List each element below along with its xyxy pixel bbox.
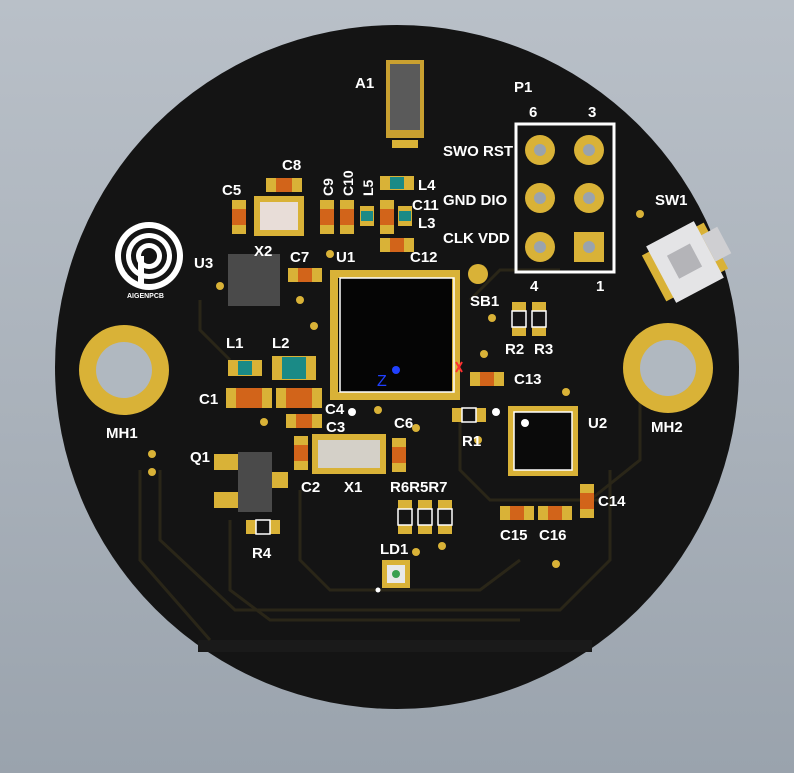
label-r6r5r7: R6R5R7 <box>390 479 448 496</box>
label-x2: X2 <box>254 243 272 260</box>
header-p1-pads <box>525 135 604 262</box>
passive-components <box>226 176 594 535</box>
fiducial-dots <box>348 408 500 593</box>
chip-u3 <box>228 254 280 306</box>
label-c16: C16 <box>539 527 567 544</box>
copper-traces <box>138 268 642 641</box>
mounting-hole-mh2 <box>623 323 713 413</box>
label-u2: U2 <box>588 415 607 432</box>
label-r3: R3 <box>534 341 553 358</box>
label-l4: L4 <box>418 177 436 194</box>
label-mh2: MH2 <box>651 419 683 436</box>
label-c6: C6 <box>394 415 413 432</box>
label-c5: C5 <box>222 182 241 199</box>
label-axis-z: Z <box>377 373 387 390</box>
mounting-hole-mh1 <box>79 325 169 415</box>
label-sb1: SB1 <box>470 293 499 310</box>
antenna-a1 <box>386 60 424 148</box>
label-p1: P1 <box>514 79 532 96</box>
label-ld1: LD1 <box>380 541 408 558</box>
label-a1: A1 <box>355 75 374 92</box>
board-bottom-ledge <box>198 640 592 652</box>
switch-sw1 <box>641 221 732 303</box>
crystal-x1 <box>312 434 386 474</box>
aigenpcb-logo <box>115 222 183 290</box>
label-sw1: SW1 <box>655 192 688 209</box>
label-c1: C1 <box>199 391 218 408</box>
label-c4: C4 <box>325 401 345 418</box>
label-c12: C12 <box>410 249 438 266</box>
label-c11: C11 <box>412 197 439 214</box>
label-q1: Q1 <box>190 449 210 466</box>
header-p1-outline <box>514 122 616 274</box>
label-l2: L2 <box>272 335 290 352</box>
label-l5: L5 <box>360 179 376 196</box>
label-logo: AIGENPCB <box>127 293 164 300</box>
label-l1: L1 <box>226 335 244 352</box>
label-gnd-dio: GND DIO <box>443 192 508 209</box>
mcu-u1 <box>330 270 463 400</box>
led-ld1 <box>382 560 410 588</box>
label-u3: U3 <box>194 255 213 272</box>
label-pin6: 6 <box>529 104 537 121</box>
chip-u2 <box>508 406 578 476</box>
crystal-x2 <box>254 196 304 236</box>
label-r2: R2 <box>505 341 524 358</box>
label-c7: C7 <box>290 249 309 266</box>
label-x1: X1 <box>344 479 362 496</box>
label-swo-rst: SWO RST <box>443 143 513 160</box>
label-c13: C13 <box>514 371 542 388</box>
label-l3: L3 <box>418 215 436 232</box>
label-mh1: MH1 <box>106 425 138 442</box>
label-r1: R1 <box>462 433 481 450</box>
label-c15: C15 <box>500 527 528 544</box>
label-pin1: 1 <box>596 278 604 295</box>
label-c8: C8 <box>282 157 301 174</box>
label-c9: C9 <box>320 178 336 196</box>
label-c14: C14 <box>598 493 626 510</box>
label-c10: C10 <box>340 170 356 196</box>
label-pin4: 4 <box>530 278 539 295</box>
transistor-q1 <box>214 452 288 512</box>
label-clk-vdd: CLK VDD <box>443 230 510 247</box>
label-c2: C2 <box>301 479 320 496</box>
label-pin3: 3 <box>588 104 596 121</box>
silkscreen-labels: A1 P1 6 3 4 1 SWO RST GND DIO CLK VDD SW… <box>106 75 688 562</box>
solder-bridge-sb1 <box>468 264 488 284</box>
label-r4: R4 <box>252 545 272 562</box>
label-u1: U1 <box>336 249 355 266</box>
label-c3: C3 <box>326 419 345 436</box>
vias <box>148 210 644 568</box>
